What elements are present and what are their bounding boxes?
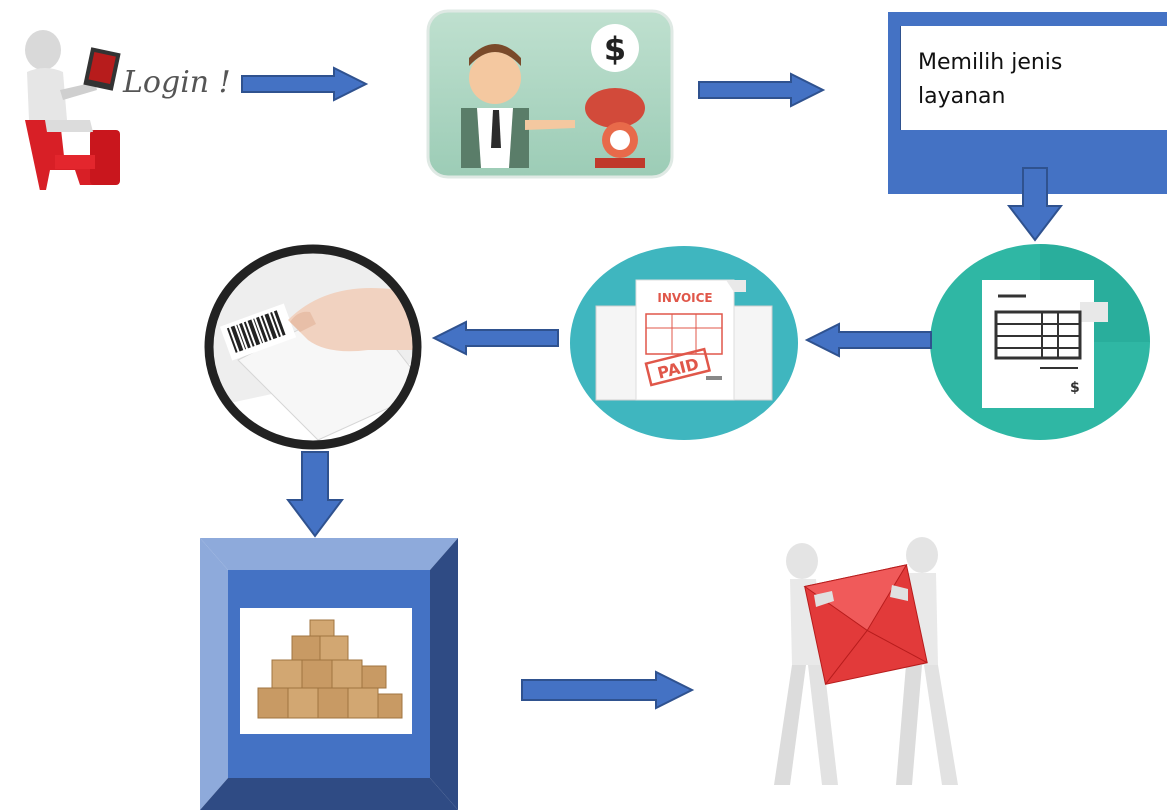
service-box-text: Memilih jenis layanan — [918, 50, 1063, 109]
arrow-down-2 — [284, 450, 346, 540]
invoice-title: INVOICE — [657, 291, 712, 305]
arrow-down-1 — [1005, 166, 1065, 244]
pricing-currency: $ — [604, 30, 626, 68]
login-figure-icon: Login ! — [5, 20, 245, 190]
arrow-left-2 — [430, 320, 560, 356]
login-text: Login ! — [122, 65, 231, 100]
arrow-right-1 — [240, 66, 370, 102]
service-box: Memilih jenis layanan — [888, 12, 1167, 194]
arrow-left-1 — [803, 322, 933, 358]
packages-frame-icon — [200, 538, 458, 810]
bill-currency: $ — [1070, 380, 1080, 396]
invoice-paid-icon: INVOICE PAID — [568, 244, 800, 442]
service-box-inner — [900, 26, 1167, 130]
bill-icon: $ — [930, 242, 1150, 442]
arrow-right-2 — [697, 72, 827, 108]
barcode-label-icon — [198, 240, 428, 455]
delivery-figures-icon — [762, 535, 972, 805]
money-scale-icon: $ — [425, 8, 675, 180]
arrow-right-3 — [520, 670, 695, 710]
